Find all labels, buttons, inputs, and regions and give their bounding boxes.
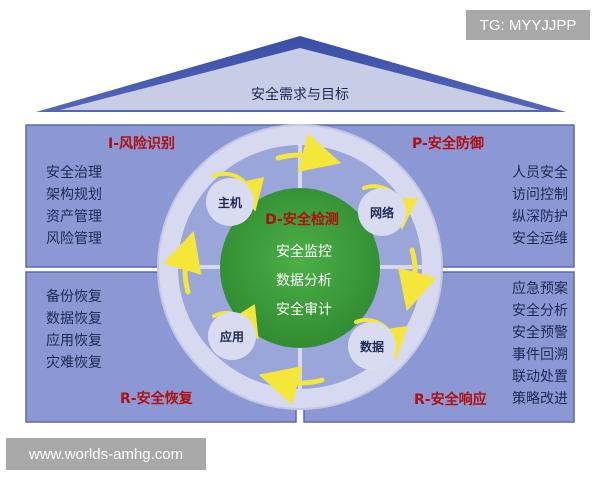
protect-title: P-安全防御 [412, 136, 484, 152]
watermark-bottom: www.worlds-amhg.com [6, 438, 206, 470]
list-item: 访问控制 [512, 187, 568, 203]
list-item: 风险管理 [46, 231, 102, 247]
identify-list: 安全治理 架构规划 资产管理 风险管理 [46, 162, 102, 250]
list-item: 策略改进 [512, 391, 568, 407]
list-item: 灾难恢复 [46, 355, 102, 371]
list-item: 数据恢复 [46, 311, 102, 327]
list-item: 安全审计 [276, 302, 332, 318]
node-network: 网络 [358, 188, 406, 236]
recover-list: 备份恢复 数据恢复 应用恢复 灾难恢复 [46, 286, 102, 374]
arrow-left [163, 230, 202, 295]
watermark-top: TG: MYYJJPP [466, 10, 590, 40]
list-item: 应用恢复 [46, 333, 102, 349]
list-item: 架构规划 [46, 187, 102, 203]
list-item: 安全分析 [512, 303, 568, 319]
list-item: 联动处置 [512, 369, 568, 385]
list-item: 备份恢复 [46, 289, 102, 305]
list-item: 应急预案 [512, 281, 568, 297]
node-host: 主机 [206, 178, 254, 226]
roof-title: 安全需求与目标 [251, 87, 349, 103]
list-item: 纵深防护 [512, 209, 568, 225]
core-circle [220, 188, 380, 348]
node-application: 应用 [208, 312, 256, 360]
list-item: 人员安全 [512, 165, 568, 181]
node-data: 数据 [348, 322, 396, 370]
arrow-right [397, 247, 437, 312]
list-item: 资产管理 [46, 209, 102, 225]
identify-title: I-风险识别 [108, 136, 176, 152]
roof-title-band [60, 48, 540, 110]
detect-title: D-安全检测 [265, 212, 339, 228]
list-item: 事件回溯 [512, 347, 568, 363]
list-item: 安全运维 [512, 231, 568, 247]
list-item: 安全治理 [46, 165, 102, 181]
protect-list: 人员安全 访问控制 纵深防护 安全运维 [512, 162, 568, 250]
list-item: 安全预警 [512, 325, 568, 341]
detect-list: 安全监控 数据分析 安全审计 [252, 238, 356, 325]
respond-list: 应急预案 安全分析 安全预警 事件回溯 联动处置 策略改进 [512, 278, 568, 410]
list-item: 安全监控 [276, 244, 332, 260]
respond-title: R-安全响应 [414, 392, 487, 408]
arrow-top [275, 133, 342, 173]
list-item: 数据分析 [276, 273, 332, 289]
recover-title: R-安全恢复 [120, 391, 193, 407]
arrow-bottom [258, 365, 325, 405]
